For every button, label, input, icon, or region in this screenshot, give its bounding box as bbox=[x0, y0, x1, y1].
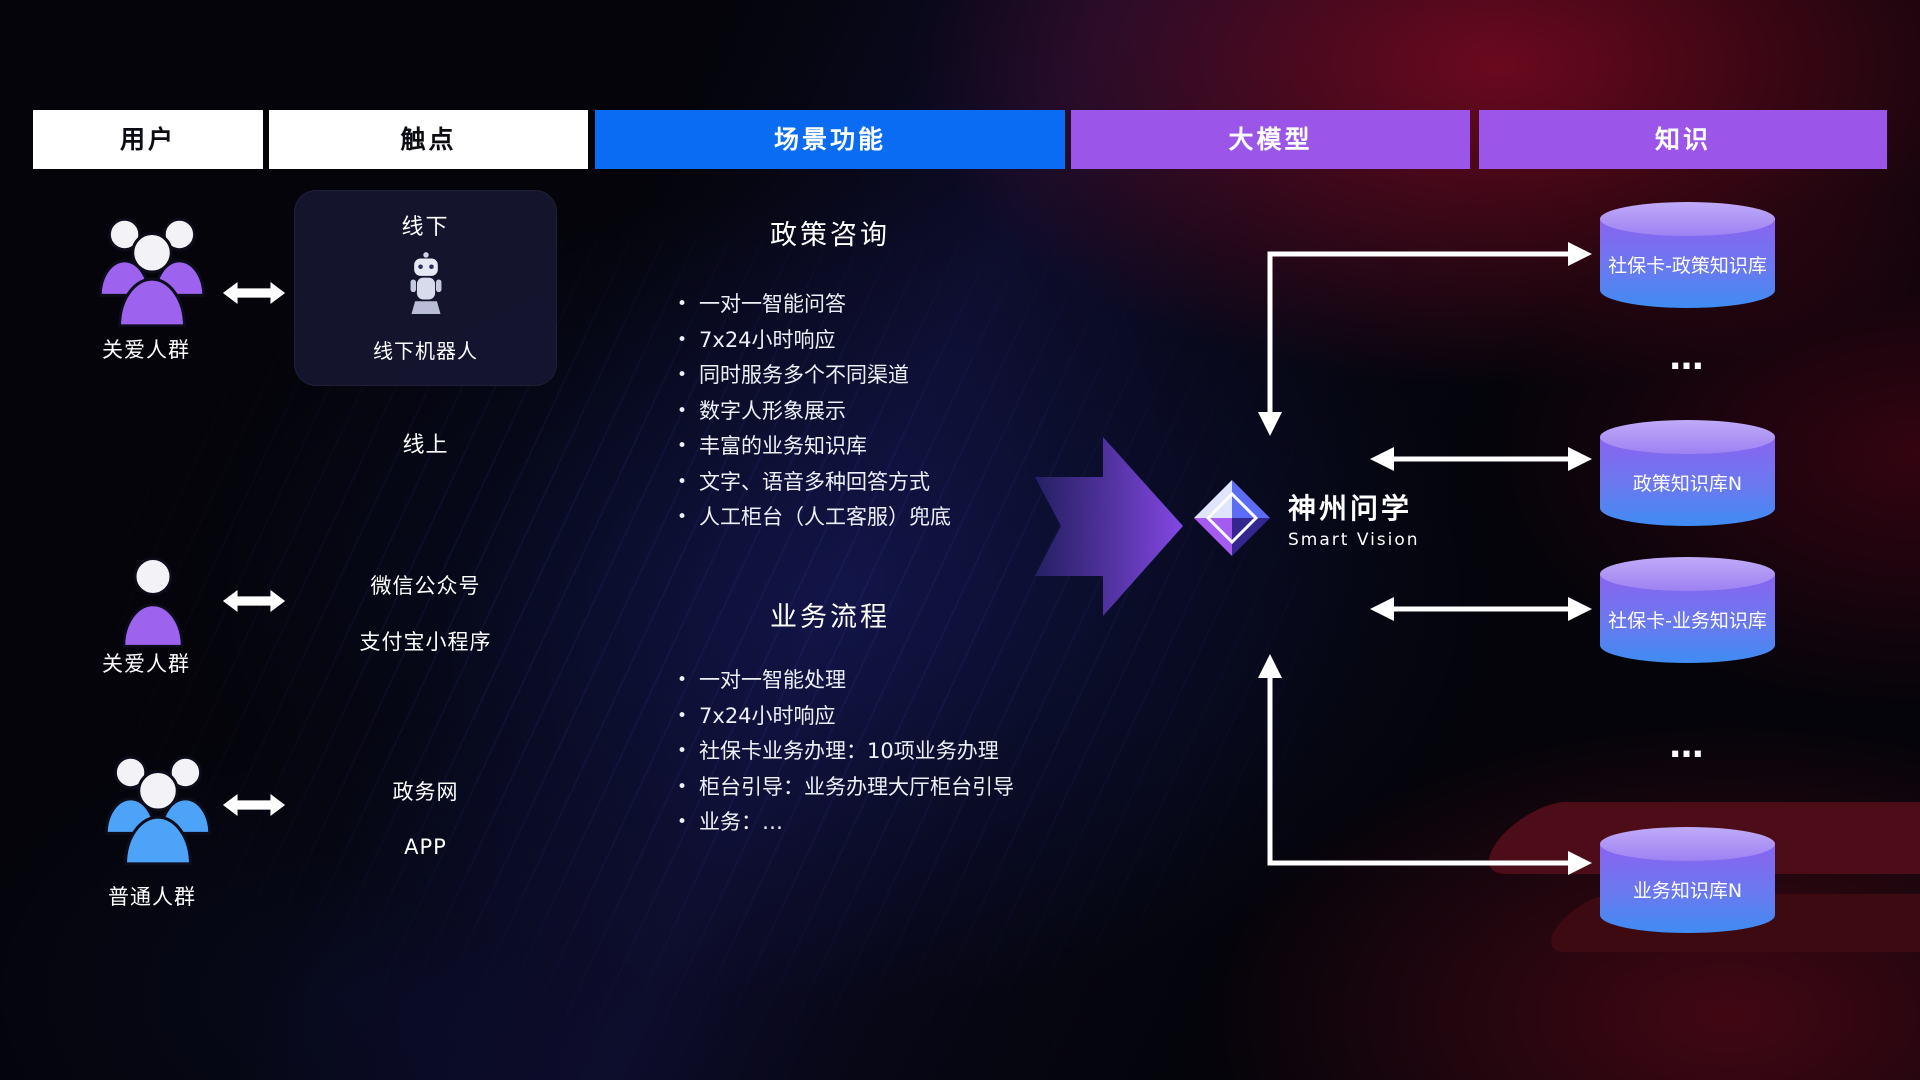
bullet-item: 社保卡业务办理：10项业务办理 bbox=[677, 735, 1014, 771]
user-label: 普通人群 bbox=[108, 885, 196, 909]
policy-bullet-list: 一对一智能问答 7x24小时响应 同时服务多个不同渠道 数字人形象展示 丰富的业… bbox=[677, 288, 951, 537]
db-label: 业务知识库N bbox=[1632, 879, 1743, 902]
db-cylinder-top bbox=[1600, 827, 1775, 861]
db-cylinder-top bbox=[1600, 202, 1775, 236]
business-section-title: 业务流程 bbox=[770, 602, 890, 633]
db-social-business: 社保卡-业务知识库 bbox=[1600, 557, 1775, 663]
brand-logo: 神州问学 Smart Vision bbox=[1192, 478, 1420, 558]
header-knowledge: 知识 bbox=[1479, 110, 1887, 169]
brand-logo-icon bbox=[1194, 480, 1270, 556]
brand-name: 神州问学 bbox=[1288, 491, 1413, 525]
wechat-label: 微信公众号 bbox=[370, 574, 481, 598]
bullet-item: 数字人形象展示 bbox=[677, 395, 951, 431]
header-scene-functions: 场景功能 bbox=[595, 110, 1065, 169]
ellipsis-dots: … bbox=[1669, 338, 1706, 378]
double-arrow-icon bbox=[222, 282, 286, 304]
bullet-item: 7x24小时响应 bbox=[677, 700, 1014, 736]
business-bullet-list: 一对一智能处理 7x24小时响应 社保卡业务办理：10项业务办理 柜台引导：业务… bbox=[677, 664, 1014, 842]
user-label: 关爱人群 bbox=[102, 652, 190, 676]
bullet-item: 柜台引导：业务办理大厅柜台引导 bbox=[677, 771, 1014, 807]
db-cylinder-top bbox=[1600, 557, 1775, 591]
db-policy-n: 政策知识库N bbox=[1600, 420, 1775, 526]
flow-arrow-icon bbox=[1035, 437, 1183, 616]
policy-section-title: 政策咨询 bbox=[770, 220, 890, 251]
db-label: 社保卡-政策知识库 bbox=[1608, 254, 1767, 277]
db-label: 政策知识库N bbox=[1632, 472, 1743, 495]
bullet-item: 一对一智能处理 bbox=[677, 664, 1014, 700]
db-social-policy: 社保卡-政策知识库 bbox=[1600, 202, 1775, 308]
db-cylinder-top bbox=[1600, 420, 1775, 454]
double-arrow-icon bbox=[222, 794, 286, 816]
person-purple-icon bbox=[122, 557, 184, 648]
header-llm: 大模型 bbox=[1071, 110, 1470, 169]
brand-text: 神州问学 Smart Vision bbox=[1288, 487, 1420, 550]
bullet-item: 7x24小时响应 bbox=[677, 324, 951, 360]
people-group-blue-icon bbox=[104, 755, 212, 865]
online-label: 线上 bbox=[402, 433, 449, 458]
bullet-item: 文字、语音多种回答方式 bbox=[677, 466, 951, 502]
people-group-purple-icon bbox=[98, 217, 206, 327]
offline-channel-card: 线下 线下机器人 bbox=[294, 190, 557, 386]
alipay-label: 支付宝小程序 bbox=[359, 630, 492, 654]
bullet-item: 一对一智能问答 bbox=[677, 288, 951, 324]
header-users: 用户 bbox=[33, 110, 263, 169]
app-label: APP bbox=[404, 835, 447, 859]
bullet-item: 人工柜台（人工客服）兜底 bbox=[677, 501, 951, 537]
brand-subtitle: Smart Vision bbox=[1288, 529, 1420, 550]
govweb-label: 政务网 bbox=[392, 780, 459, 804]
bg-diagonal-streaks bbox=[0, 240, 1300, 1080]
db-business-n: 业务知识库N bbox=[1600, 827, 1775, 933]
ellipsis-dots: … bbox=[1669, 726, 1706, 766]
db-label: 社保卡-业务知识库 bbox=[1608, 609, 1767, 632]
header-touchpoints: 触点 bbox=[269, 110, 588, 169]
user-label: 关爱人群 bbox=[102, 338, 190, 362]
offline-title: 线下 bbox=[401, 215, 450, 240]
bullet-item: 业务：… bbox=[677, 806, 1014, 842]
bullet-item: 丰富的业务知识库 bbox=[677, 430, 951, 466]
double-arrow-icon bbox=[222, 590, 286, 612]
bullet-item: 同时服务多个不同渠道 bbox=[677, 359, 951, 395]
robot-icon bbox=[410, 252, 441, 314]
offline-robot-label: 线下机器人 bbox=[373, 339, 478, 363]
